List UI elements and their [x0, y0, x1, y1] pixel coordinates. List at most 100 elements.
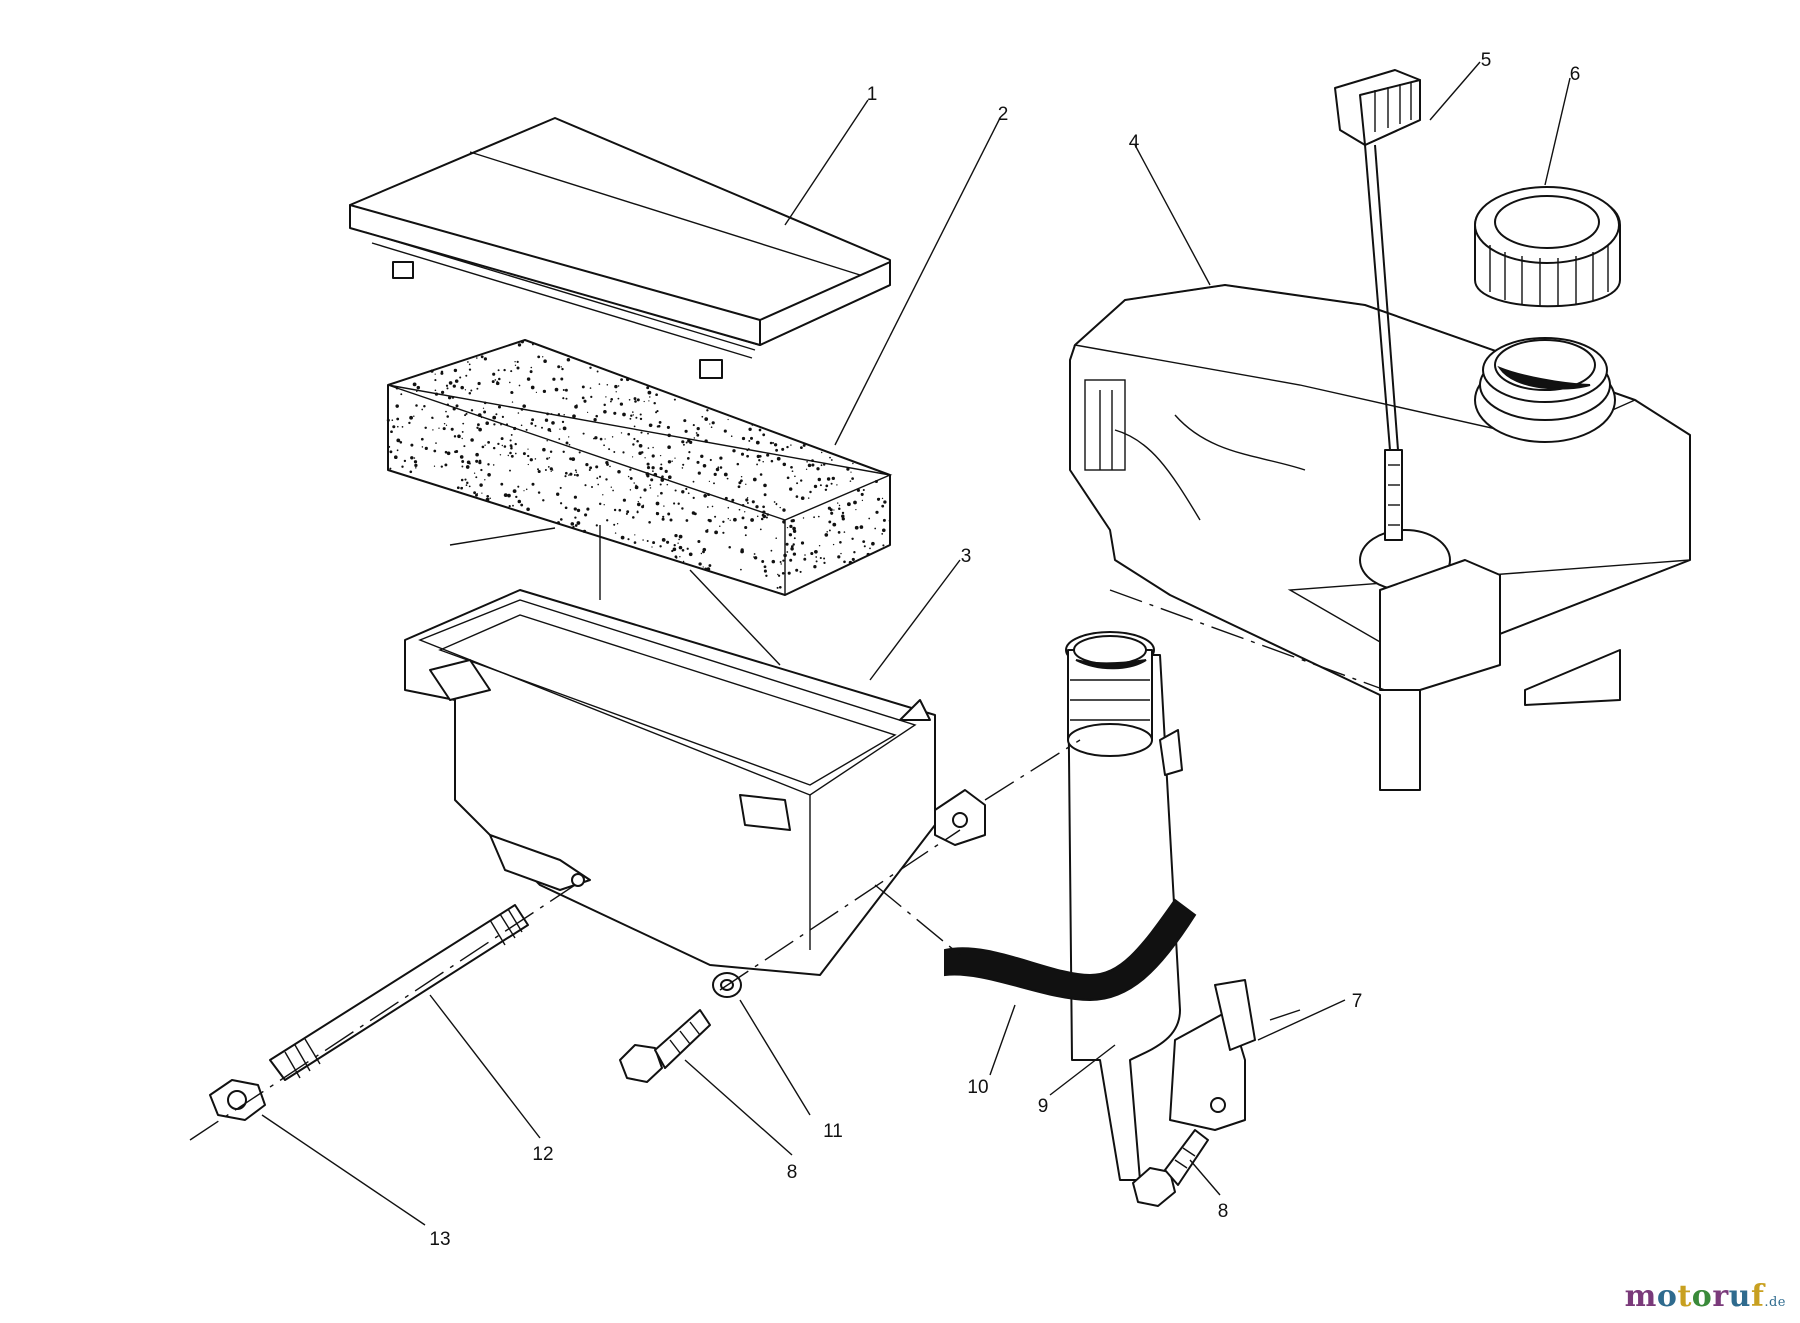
foam-speck [815, 560, 818, 563]
foam-speck [581, 385, 585, 389]
foam-speck [544, 418, 549, 422]
foam-speck [480, 355, 484, 359]
foam-speck [824, 488, 828, 492]
foam-speck [741, 516, 745, 520]
foam-speck [704, 417, 709, 421]
dipstick-tube [1065, 631, 1256, 1181]
foam-speck [564, 471, 568, 475]
foam-speck [681, 467, 684, 469]
foam-speck [674, 533, 678, 538]
callout-6: 6 [1570, 64, 1581, 85]
foam-speck [610, 486, 612, 488]
callout-8-right: 8 [1218, 1201, 1229, 1222]
foam-speck [446, 387, 449, 390]
foam-speck [452, 384, 456, 388]
foam-speck [660, 478, 665, 482]
foam-speck [581, 396, 585, 400]
foam-speck [830, 459, 833, 461]
foam-speck [617, 397, 620, 400]
foam-speck [652, 470, 654, 472]
foam-speck [843, 531, 846, 533]
foam-speck [715, 467, 720, 472]
foam-speck [673, 544, 676, 547]
foam-speck [509, 444, 513, 447]
foam-speck [606, 384, 609, 386]
foam-speck [687, 439, 691, 443]
foam-speck [750, 518, 754, 522]
foam-speck [653, 472, 658, 477]
foam-speck [667, 445, 671, 449]
foam-speck [802, 517, 805, 519]
foam-speck [573, 507, 577, 511]
foam-speck [510, 370, 513, 373]
foam-speck [470, 438, 474, 442]
foam-speck [572, 414, 576, 419]
foam-speck [632, 414, 634, 416]
foam-speck [876, 497, 881, 501]
foam-speck [531, 482, 535, 486]
foam-speck [861, 499, 864, 502]
foam-speck [627, 538, 630, 541]
foam-speck [470, 409, 474, 412]
foam-speck [525, 488, 528, 491]
foam-speck [731, 498, 735, 502]
foam-speck [622, 412, 626, 417]
foam-speck [443, 422, 446, 425]
foam-speck [529, 370, 533, 374]
foam-speck [684, 429, 688, 433]
foam-speck [777, 574, 781, 577]
foam-speck [613, 411, 617, 415]
foam-speck [514, 361, 516, 363]
foam-speck [512, 504, 514, 507]
foam-speck [717, 466, 720, 469]
foam-speck [785, 542, 789, 546]
foam-speck [520, 424, 523, 427]
foam-speck [687, 492, 690, 495]
foam-speck [477, 423, 480, 427]
foam-speck [807, 463, 812, 468]
foam-speck [661, 517, 665, 521]
foam-speck [497, 369, 500, 372]
foam-speck [495, 381, 500, 386]
foam-speck [562, 450, 565, 453]
foam-speck [659, 466, 663, 471]
foam-speck [799, 570, 802, 573]
foam-speck [709, 458, 712, 462]
foam-speck [847, 502, 851, 507]
foam-speck [667, 475, 672, 480]
foam-speck [837, 531, 841, 534]
foam-speck [639, 413, 642, 416]
foam-speck [476, 426, 479, 429]
foam-speck [399, 441, 403, 444]
foam-speck [813, 516, 815, 519]
foam-speck [559, 502, 563, 505]
foam-speck [461, 430, 464, 433]
foam-speck [792, 552, 797, 556]
foam-speck [556, 492, 560, 496]
foam-speck [855, 509, 857, 511]
foam-speck [534, 424, 537, 427]
foam-speck [646, 466, 651, 470]
foam-speck [535, 391, 538, 394]
foam-speck [740, 475, 743, 478]
foam-speck [595, 524, 598, 527]
foam-speck [644, 457, 646, 459]
foam-speck [762, 514, 767, 519]
foam-speck [516, 360, 519, 363]
foam-speck [733, 517, 737, 522]
foam-speck [400, 393, 403, 396]
foam-speck [527, 448, 529, 450]
foam-speck [736, 462, 740, 466]
foam-speck [851, 477, 854, 480]
foam-speck [782, 520, 786, 524]
foam-speck [882, 544, 885, 547]
foam-speck [465, 374, 468, 377]
foam-speck [669, 518, 673, 522]
foam-speck [851, 557, 855, 561]
foam-speck [520, 340, 524, 344]
foam-speck [862, 488, 865, 492]
foam-speck [510, 433, 513, 436]
foam-speck [841, 514, 845, 518]
foam-speck [594, 437, 597, 440]
foam-speck [461, 460, 465, 463]
